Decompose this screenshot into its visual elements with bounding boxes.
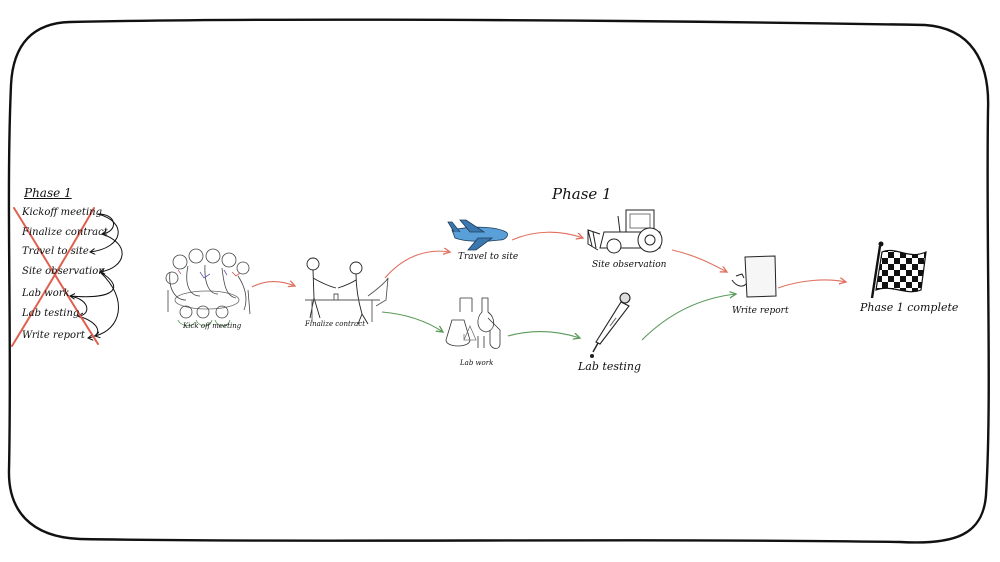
label-labwork: Lab work bbox=[460, 359, 494, 367]
arrow-labtest-report bbox=[641, 294, 736, 341]
handshake-icon bbox=[305, 257, 389, 325]
arrow-contract-travel bbox=[384, 251, 450, 279]
checkered-flag-icon bbox=[870, 241, 927, 299]
arrow-labwork-labtest bbox=[507, 331, 580, 338]
label-travel: Travel to site bbox=[458, 252, 519, 262]
list-item-kickoff: Kickoff meeting bbox=[22, 207, 102, 218]
list-cross-out bbox=[11, 207, 99, 347]
arrow-site-report bbox=[671, 249, 727, 272]
label-labtest: Lab testing bbox=[578, 360, 642, 373]
lab-glassware-icon bbox=[445, 297, 501, 349]
list-item-labtest: Lab testing bbox=[22, 308, 80, 319]
label-kickoff: Kick off meeting bbox=[183, 322, 242, 330]
arrow-contract-labwork bbox=[381, 311, 443, 332]
tractor-icon bbox=[587, 209, 663, 254]
list-item-site: Site observation bbox=[22, 266, 105, 277]
label-report: Write report bbox=[732, 306, 789, 316]
airplane-icon bbox=[447, 219, 508, 251]
label-complete: Phase 1 complete bbox=[860, 301, 959, 314]
label-contract: Finalize contract bbox=[305, 320, 366, 328]
pipette-icon bbox=[589, 292, 631, 359]
process-arrows bbox=[251, 231, 846, 341]
arrow-report-complete bbox=[777, 280, 846, 289]
paper-sheet-icon bbox=[731, 255, 777, 298]
arrow-kickoff-contract bbox=[251, 282, 295, 288]
list-item-travel: Travel to site bbox=[22, 246, 89, 257]
list-item-report: Write report bbox=[22, 330, 85, 341]
label-site: Site observation bbox=[592, 260, 667, 270]
phase-title: Phase 1 bbox=[552, 185, 612, 203]
frame-border bbox=[7, 18, 990, 544]
arrow-travel-site bbox=[511, 231, 583, 241]
list-reorder-arrows bbox=[70, 213, 123, 338]
meeting-group-icon bbox=[165, 248, 251, 327]
list-title: Phase 1 bbox=[24, 186, 72, 200]
list-item-labwork: Lab work bbox=[22, 288, 70, 299]
list-item-contract: Finalize contract bbox=[22, 227, 108, 238]
